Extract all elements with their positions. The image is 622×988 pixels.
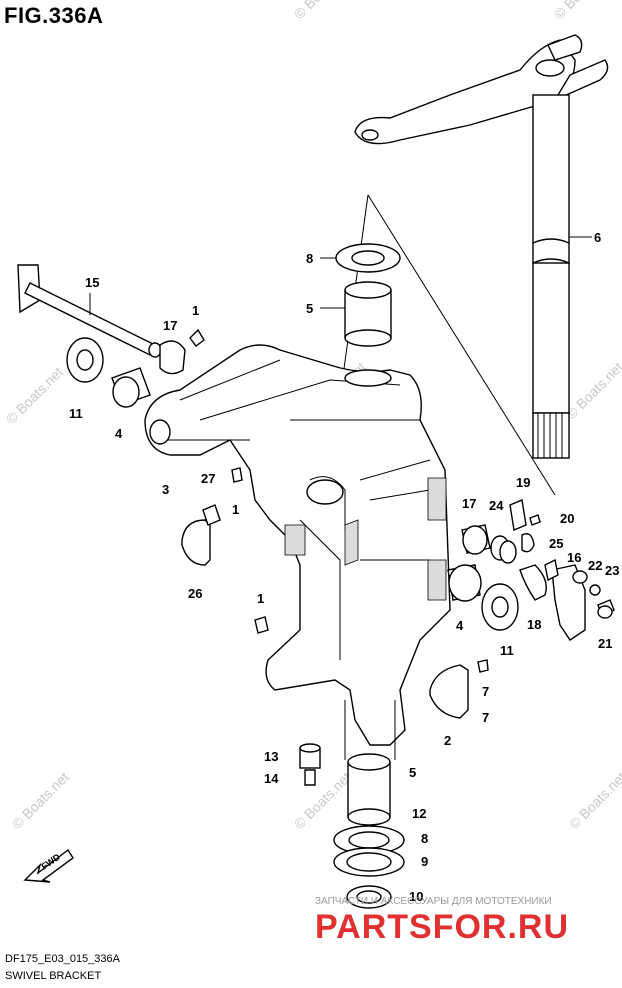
callout-5-bottom: 5	[409, 765, 416, 780]
callout-6: 6	[594, 230, 601, 245]
part-swivel-bracket-body	[144, 344, 451, 760]
watermark-boats-2: © Boats.net	[291, 0, 354, 22]
callout-8-top: 8	[306, 251, 313, 266]
callout-1-b: 1	[232, 502, 239, 517]
callout-26: 26	[188, 586, 202, 601]
callout-9: 9	[421, 854, 428, 869]
part-lower-bushings	[299, 743, 405, 909]
callout-13: 13	[264, 749, 278, 764]
callout-1-c: 1	[257, 591, 264, 606]
callout-8-bottom: 8	[421, 831, 428, 846]
callout-7-a: 7	[482, 684, 489, 699]
watermark-boats-6: © Boats.net	[9, 769, 72, 832]
callout-12: 12	[412, 806, 426, 821]
figure-name: SWIVEL BRACKET	[5, 970, 102, 982]
part-top-washer-bushing	[320, 243, 401, 347]
callout-20: 20	[560, 511, 574, 526]
callout-4-b: 4	[456, 618, 464, 633]
parts-caption: ЗАПЧАСТИ И АКСЕССУАРЫ ДЛЯ МОТОТЕХНИКИ	[315, 896, 552, 907]
callout-15: 15	[85, 275, 99, 290]
parts-logo: PARTSFOR.RU	[315, 908, 569, 946]
callout-4-a: 4	[115, 426, 123, 441]
watermark-boats-3: © Boats.net	[551, 0, 614, 22]
figure-code: DF175_E03_015_336A	[5, 953, 120, 965]
part-tilt-tube	[17, 264, 162, 358]
part-right-hardware	[447, 499, 615, 641]
callout-25: 25	[549, 536, 563, 551]
callout-7-b: 7	[482, 710, 489, 725]
callout-11-a: 11	[69, 406, 83, 421]
partsfor-watermark: ЗАПЧАСТИ И АКСЕССУАРЫ ДЛЯ МОТОТЕХНИКИ PA…	[315, 896, 569, 946]
figure-title: FIG.336A	[4, 3, 104, 28]
callout-24: 24	[489, 498, 504, 513]
callout-14: 14	[264, 771, 279, 786]
callout-10: 10	[409, 889, 423, 904]
callout-17-a: 17	[163, 318, 177, 333]
callout-19: 19	[516, 475, 530, 490]
watermark-boats-8: © Boats.net	[566, 769, 622, 832]
callout-22: 22	[588, 558, 602, 573]
callout-16: 16	[567, 550, 581, 565]
part-steering-shaft	[354, 34, 609, 459]
callout-5-top: 5	[306, 301, 313, 316]
callout-27: 27	[201, 471, 215, 486]
callout-1-a: 1	[192, 303, 199, 318]
callout-group: 6 8 5 15 1 17 11 4 3 27 1 26 1 19 17 24 …	[69, 230, 619, 904]
watermark-boats-7: © Boats.net	[291, 769, 354, 832]
watermark-boats-1: © Boats.net	[3, 364, 66, 427]
fwd-arrow-icon: FWD	[23, 848, 74, 883]
callout-2: 2	[444, 733, 451, 748]
callout-18: 18	[527, 617, 541, 632]
part-left-hardware	[181, 467, 489, 719]
part-left-washer-bushing	[66, 328, 205, 408]
callout-3: 3	[162, 482, 169, 497]
callout-21: 21	[598, 636, 612, 651]
watermark-boats-5: © Boats.net	[563, 359, 622, 422]
callout-23: 23	[605, 563, 619, 578]
callout-11-b: 11	[500, 643, 514, 658]
callout-17-b: 17	[462, 496, 476, 511]
